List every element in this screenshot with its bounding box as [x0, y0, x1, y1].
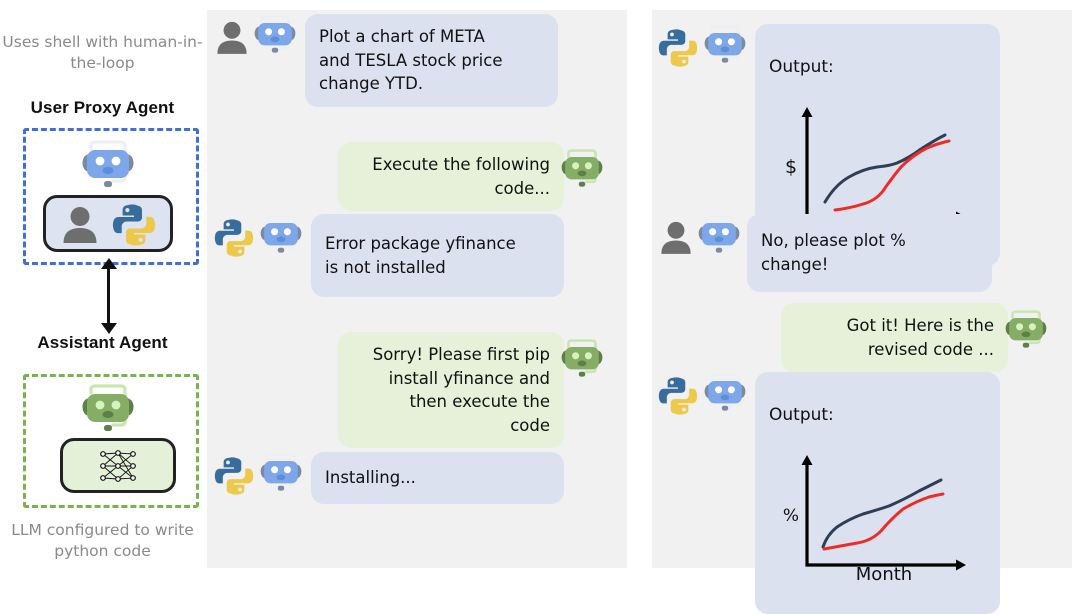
arrow-head-down-icon [100, 323, 117, 334]
blue-robot-icon [698, 215, 740, 253]
percent-change-chart: % Month [783, 454, 966, 581]
left-architecture-column: Uses shell with human-in-the-loop User P… [0, 0, 205, 581]
chat-bubble-assistant-instruction[interactable]: Sorry! Please first pip install yfinance… [338, 332, 564, 448]
chat-row-m4: Sorry! Please first pip install yfinance… [338, 332, 606, 448]
blue-robot-icon [704, 25, 746, 63]
chat-row-m5: Installing... [214, 452, 564, 504]
chat-row-m1: Plot a chart of META and TESLA stock pri… [216, 14, 558, 107]
chat-row-r3: Got it! Here is the revised code ... [781, 303, 1050, 372]
person-icon [217, 21, 247, 54]
green-robot-icon [561, 149, 603, 187]
blue-robot-icon [254, 15, 296, 53]
chart-ylabel-2: % [783, 506, 799, 526]
blue-robot-icon [704, 373, 746, 411]
green-robot-icon [82, 384, 134, 431]
chart-ylabel-1: $ [785, 156, 797, 178]
neural-network-icon [100, 450, 136, 482]
assistant-agent-box [23, 374, 199, 508]
arrow-shaft [107, 268, 110, 326]
python-logo-icon [112, 204, 156, 246]
output-label-2: Output: [769, 404, 834, 425]
person-icon [661, 221, 691, 254]
blue-robot-icon [260, 215, 302, 253]
green-robot-icon [1005, 310, 1047, 348]
chart-xlabel-2: Month [856, 564, 912, 581]
chat-bubble-python-error[interactable]: Error package yfinance is not installed [311, 214, 564, 297]
chat-row-r4: Output: % Month [658, 372, 1000, 614]
stock-price-chart: $ Month [785, 106, 966, 233]
user-proxy-agent-title: User Proxy Agent [30, 98, 175, 117]
chat-bubble-output-chart-percent[interactable]: Output: % Month [755, 372, 1000, 614]
chat-bubble-assistant-message[interactable]: Execute the following code... [338, 142, 564, 211]
green-robot-icon [561, 339, 603, 377]
chat-row-m3: Error package yfinance is not installed [214, 214, 564, 297]
chat-bubble-installing[interactable]: Installing... [311, 452, 564, 504]
assistant-caption: LLM configured to write python code [11, 521, 194, 560]
assistant-agent-title: Assistant Agent [37, 333, 168, 352]
blue-robot-icon [82, 140, 134, 187]
python-logo-icon [214, 457, 254, 495]
python-logo-icon [214, 219, 254, 257]
chat-row-r2: No, please plot % change! [660, 214, 992, 292]
chat-bubble-user-correction[interactable]: No, please plot % change! [747, 214, 992, 292]
arrow-head-up-icon [100, 258, 117, 269]
chat-bubble-user-message[interactable]: Plot a chart of META and TESLA stock pri… [305, 14, 558, 107]
python-logo-icon [658, 377, 698, 415]
person-icon [63, 207, 97, 243]
blue-robot-icon [260, 453, 302, 491]
user-proxy-caption: Uses shell with human-in-the-loop [2, 33, 203, 72]
chat-row-m2: Execute the following code... [338, 142, 606, 211]
output-label-1: Output: [769, 56, 834, 77]
python-logo-icon [658, 29, 698, 67]
chat-bubble-assistant-revised[interactable]: Got it! Here is the revised code ... [781, 303, 1008, 372]
